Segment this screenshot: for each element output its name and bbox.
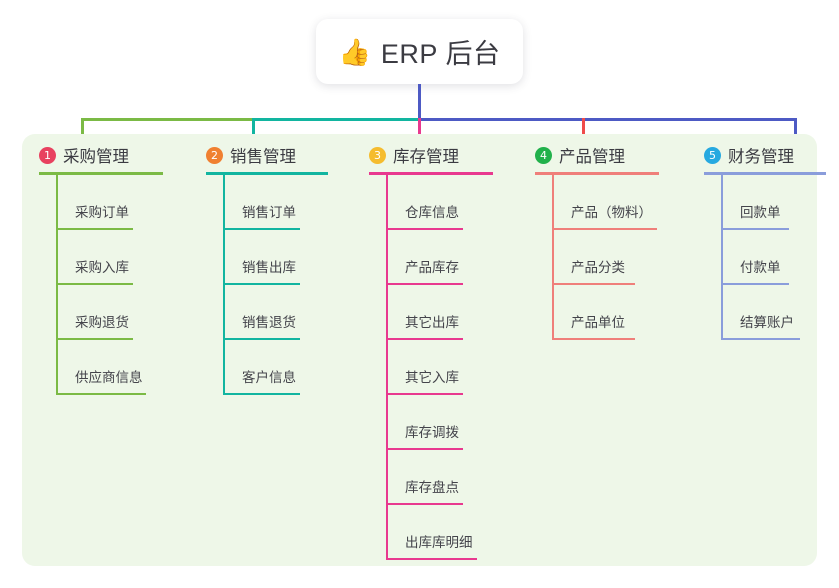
column-header-1[interactable]: 1 采购管理: [39, 143, 129, 167]
column-header-2[interactable]: 2 销售管理: [206, 143, 296, 167]
list-item-label: 产品库存: [405, 260, 459, 275]
bus-segment-3: [419, 118, 795, 121]
list-item-label: 销售退货: [242, 315, 296, 330]
column-number-badge: 1: [39, 146, 56, 164]
root-node-card[interactable]: 👍 ERP 后台: [316, 19, 523, 84]
list-item-label: 出库库明细: [405, 535, 473, 550]
column-rail: [552, 175, 554, 340]
list-item-label: 采购订单: [75, 205, 129, 220]
drop-connector-5: [794, 118, 797, 149]
drop-connector-4: [582, 118, 585, 149]
column-rail: [721, 175, 723, 340]
list-item-label: 采购退货: [75, 315, 129, 330]
list-item-rule: [386, 503, 463, 505]
trunk-connector: [418, 84, 421, 121]
list-item-rule: [721, 228, 789, 230]
column-header-rule: [206, 172, 328, 175]
column-number-badge: 2: [206, 146, 223, 164]
column-header-rule: [369, 172, 493, 175]
column-header-rule: [39, 172, 163, 175]
list-item-rule: [56, 228, 133, 230]
column-header-rule: [704, 172, 826, 175]
list-item-rule: [223, 393, 300, 395]
list-item-rule: [223, 338, 300, 340]
list-item-rule: [552, 228, 657, 230]
list-item-label: 产品单位: [571, 315, 625, 330]
list-item-rule: [552, 338, 635, 340]
bus-segment-2: [253, 118, 419, 121]
list-item-rule: [721, 338, 800, 340]
list-item-label: 采购入库: [75, 260, 129, 275]
list-item-rule: [386, 283, 463, 285]
column-title: 财务管理: [728, 148, 794, 166]
list-item-label: 库存调拨: [405, 425, 459, 440]
list-item-label: 客户信息: [242, 370, 296, 385]
column-header-3[interactable]: 3 库存管理: [369, 143, 459, 167]
thumbs-up-icon: 👍: [338, 36, 371, 67]
list-item-rule: [56, 283, 133, 285]
list-item-label: 其它出库: [405, 315, 459, 330]
root-node-title: ERP 后台: [380, 39, 501, 69]
column-rail: [223, 175, 225, 395]
list-item-label: 付款单: [740, 260, 781, 275]
column-rail: [386, 175, 388, 560]
drop-connector-1: [81, 118, 84, 149]
column-rail: [56, 175, 58, 395]
list-item-label: 产品（物料）: [571, 205, 652, 220]
column-header-4[interactable]: 4 产品管理: [535, 143, 625, 167]
list-item-label: 其它入库: [405, 370, 459, 385]
list-item-rule: [386, 393, 463, 395]
list-item-label: 销售订单: [242, 205, 296, 220]
list-item-label: 回款单: [740, 205, 781, 220]
list-item-rule: [56, 393, 146, 395]
modules-panel: 1 采购管理采购订单采购入库采购退货供应商信息 2 销售管理销售订单销售出库销售退货客…: [22, 134, 826, 566]
column-title: 库存管理: [393, 148, 459, 166]
list-item-label: 供应商信息: [75, 370, 143, 385]
list-item-rule: [386, 338, 463, 340]
column-header-rule: [535, 172, 659, 175]
list-item-label: 产品分类: [571, 260, 625, 275]
column-header-5[interactable]: 5 财务管理: [704, 143, 794, 167]
drop-connector-2: [252, 118, 255, 149]
list-item-rule: [223, 228, 300, 230]
column-number-badge: 3: [369, 146, 386, 164]
list-item-label: 仓库信息: [405, 205, 459, 220]
list-item-rule: [386, 448, 463, 450]
column-title: 销售管理: [230, 148, 296, 166]
list-item-rule: [552, 283, 635, 285]
root-node-content: 👍 ERP 后台: [339, 32, 501, 71]
list-item-rule: [386, 558, 477, 560]
list-item-rule: [721, 283, 789, 285]
list-item-label: 销售出库: [242, 260, 296, 275]
column-number-badge: 4: [535, 146, 552, 164]
column-title: 产品管理: [559, 148, 625, 166]
list-item-label: 结算账户: [740, 315, 794, 330]
column-number-badge: 5: [704, 146, 721, 164]
list-item-rule: [56, 338, 133, 340]
list-item-rule: [386, 228, 463, 230]
bus-segment-1: [82, 118, 253, 121]
list-item-rule: [223, 283, 300, 285]
column-title: 采购管理: [63, 148, 129, 166]
list-item-label: 库存盘点: [405, 480, 459, 495]
drop-connector-3: [418, 118, 421, 149]
